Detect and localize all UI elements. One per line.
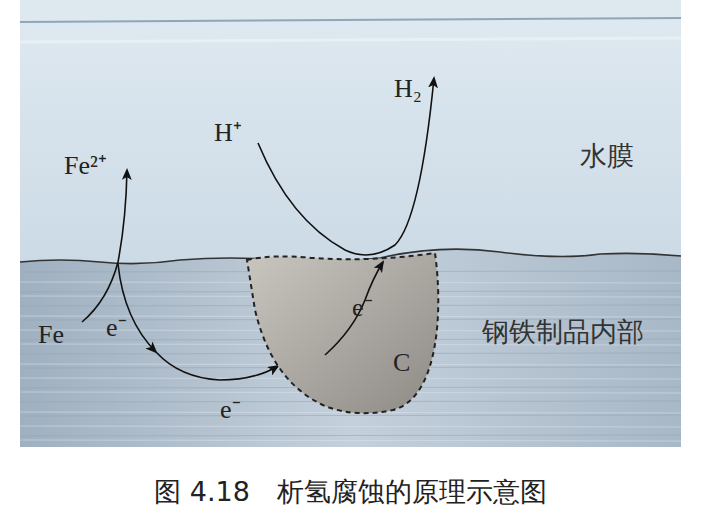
gas-label: H₂ (394, 74, 422, 104)
steel-streak (20, 415, 681, 416)
water-highlight (20, 38, 681, 42)
figure-caption: 图 4.18 析氢腐蚀的原理示意图 (154, 474, 547, 510)
steel-band: 钢铁制品内部 C (20, 250, 681, 447)
region-label: 钢铁制品内部 (482, 314, 644, 350)
ion-label: H⁺ (214, 113, 242, 149)
steel-streak (20, 435, 681, 436)
ion-label: Fe²⁺ (64, 146, 107, 182)
electron-label: e⁻ (106, 308, 127, 344)
water-film (20, 0, 681, 447)
water-film-band: 水膜 (20, 0, 681, 250)
iron-ion-arrow (82, 170, 127, 322)
hydrogen-arrow (258, 78, 434, 255)
carbon-outline (243, 250, 441, 416)
element-label: Fe (38, 320, 64, 350)
region-label: 水膜 (580, 138, 634, 174)
carbon-particle: C (243, 250, 441, 416)
element-symbol: C (393, 348, 410, 378)
electron-label: e⁻ (220, 390, 241, 426)
steel-streak (20, 426, 681, 427)
steel-streak (20, 440, 681, 441)
water-surface (20, 18, 681, 22)
electron-label: e⁻ (352, 288, 373, 324)
steel-body (20, 249, 681, 447)
electron-arrow (156, 352, 278, 380)
